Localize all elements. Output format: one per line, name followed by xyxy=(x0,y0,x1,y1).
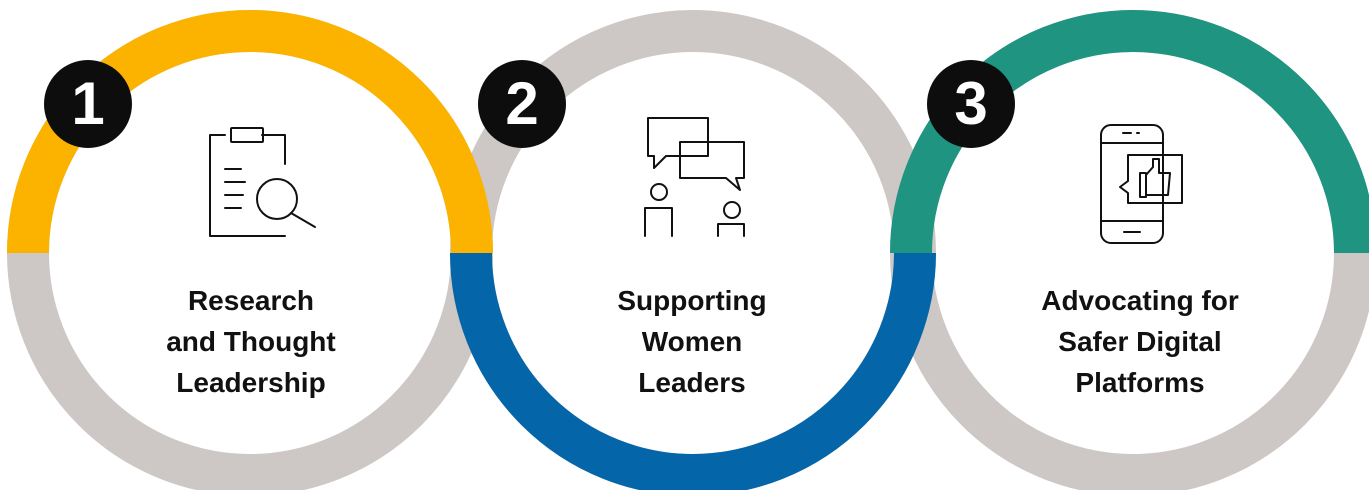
ring-2-accent-arc xyxy=(450,252,936,490)
step-3-label-line-2: Safer Digital xyxy=(1058,326,1222,357)
step-1-label-line-3: Leadership xyxy=(176,367,326,398)
step-3-label: Advocating for Safer Digital Platforms xyxy=(1020,280,1260,403)
step-2-label-line-1: Supporting xyxy=(617,285,767,316)
step-2-label-line-3: Leaders xyxy=(638,367,746,398)
clipboard-magnifier-icon xyxy=(209,127,316,237)
step-1-label-line-1: Research xyxy=(187,285,315,316)
step-2-label: Supporting Women Leaders xyxy=(572,280,812,403)
step-3-number-badge: 3 xyxy=(927,60,1015,148)
step-2-label-line-2: Women xyxy=(641,326,743,357)
step-1-label: Research and Thought Leadership xyxy=(131,280,371,403)
step-1-number-badge: 1 xyxy=(44,60,132,148)
ring-3-accent-arc xyxy=(890,10,1369,254)
conversation-people-icon xyxy=(644,117,745,237)
ring-1-accent-arc xyxy=(7,10,493,254)
phone-thumbs-up-icon xyxy=(1100,124,1183,244)
step-3-label-line-1: Advocating for xyxy=(1041,285,1239,316)
step-3-label-line-3: Platforms xyxy=(1075,367,1205,398)
step-1-label-line-2: and Thought xyxy=(166,326,336,357)
step-2-number-badge: 2 xyxy=(478,60,566,148)
